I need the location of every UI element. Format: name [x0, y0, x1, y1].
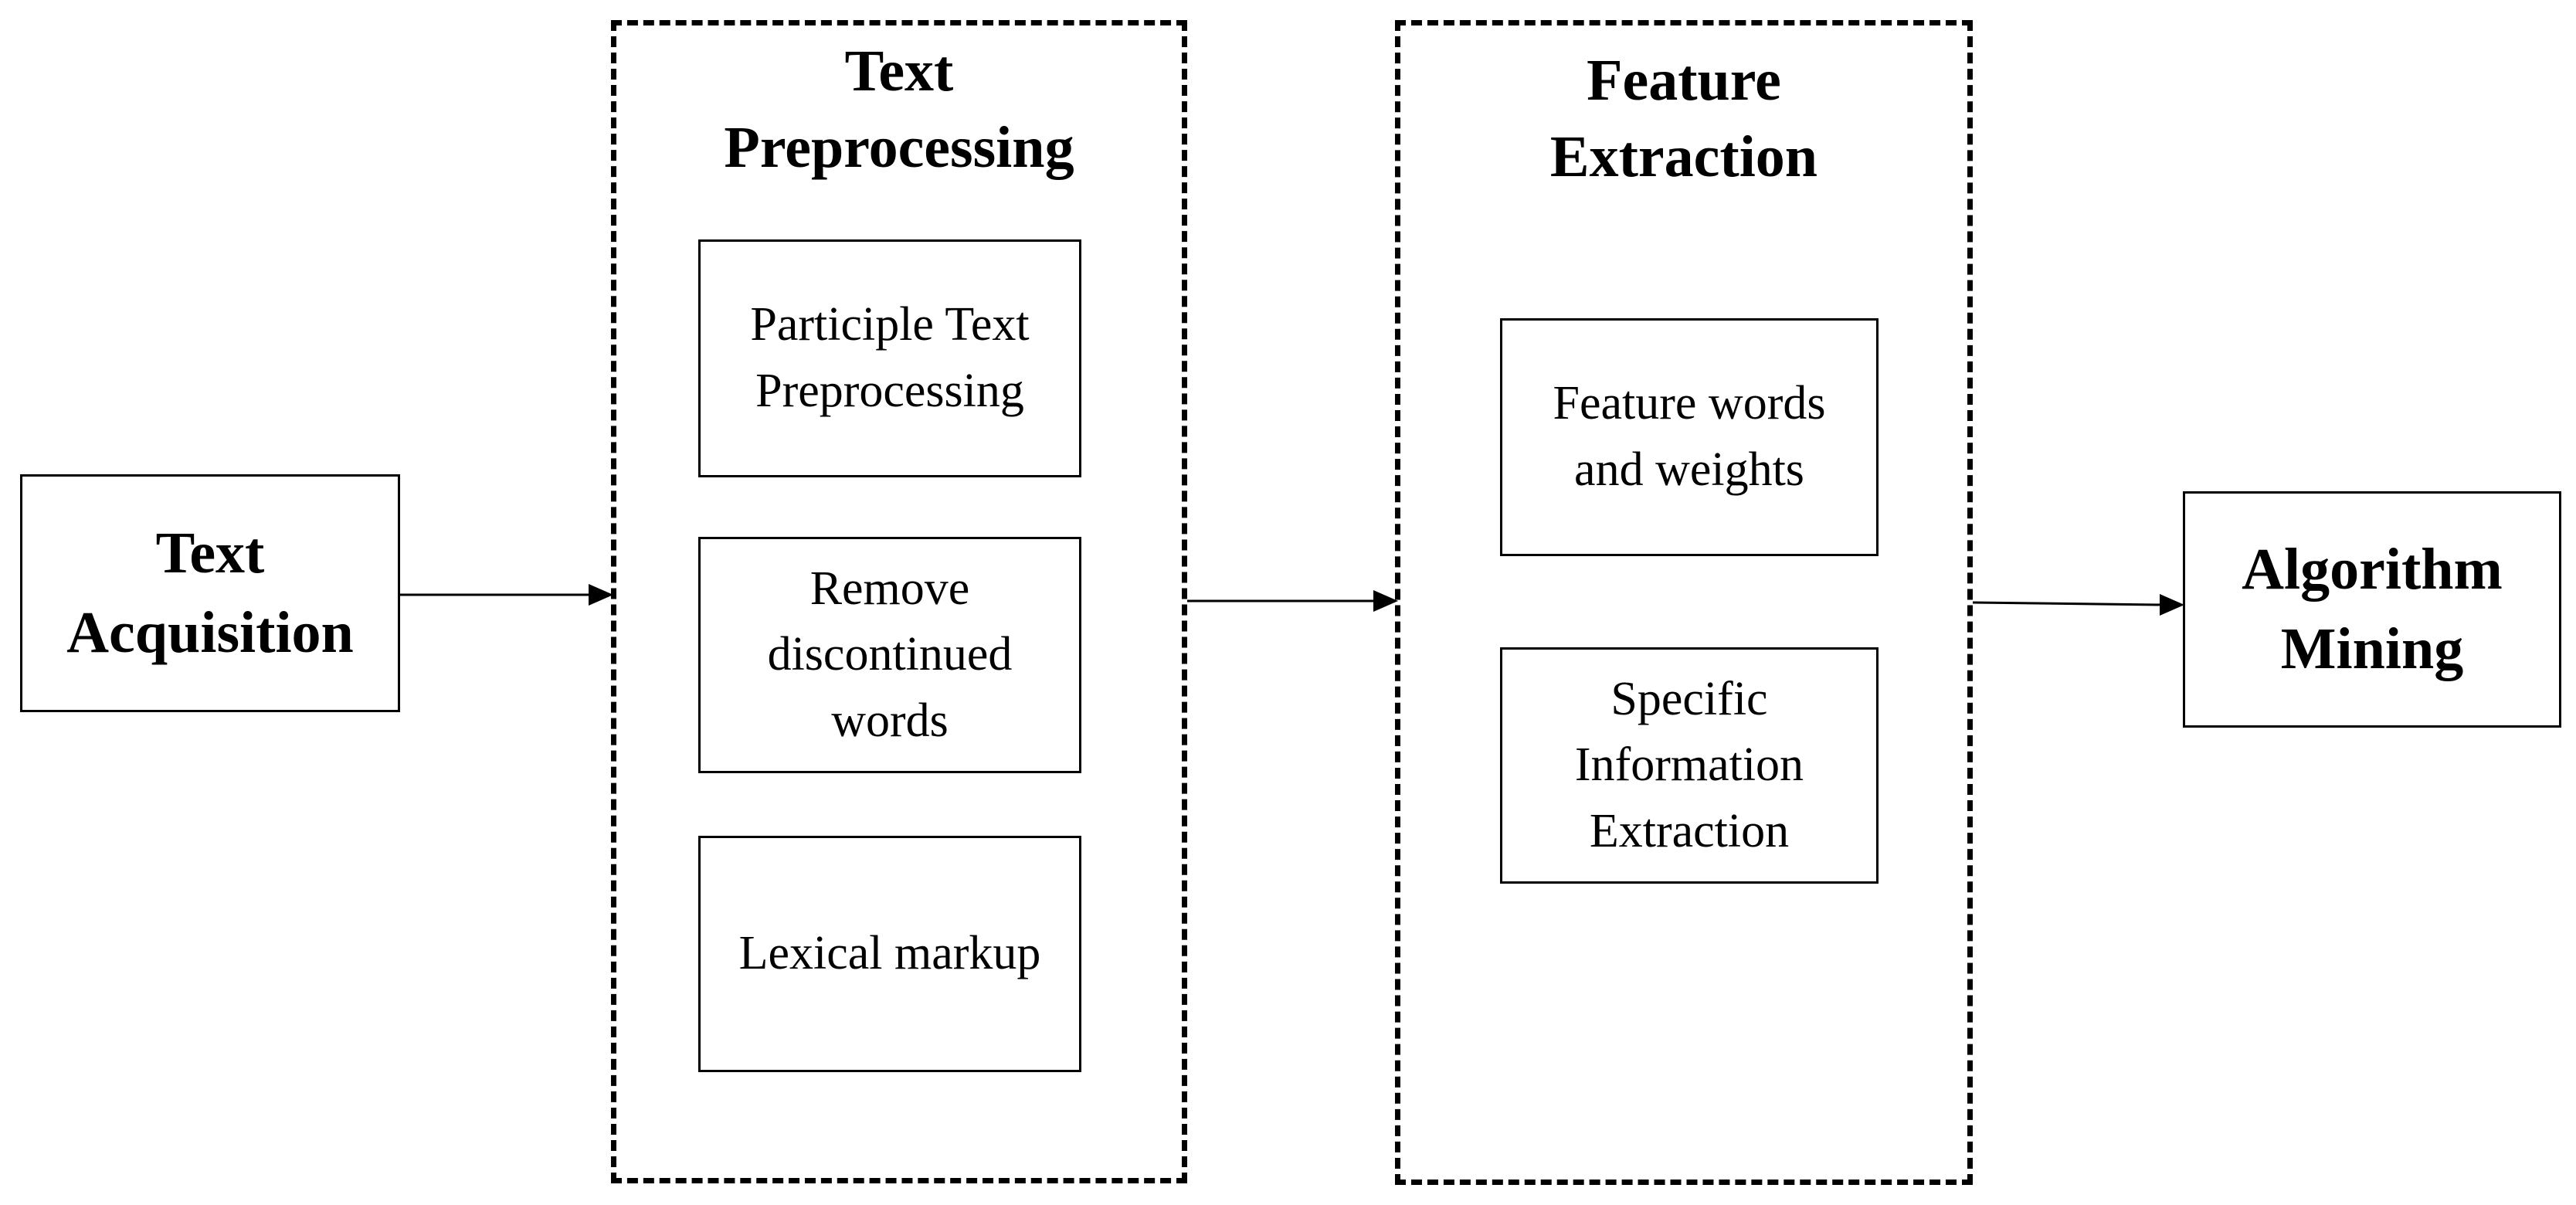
text-preprocessing-title: Text Preprocessing	[724, 39, 1074, 180]
lexical-markup-label: Lexical markup	[738, 927, 1041, 980]
feature-words-and-weights-box: Feature words and weights	[1500, 318, 1879, 556]
arrow-preprocessing-to-feature-extraction	[1187, 590, 1398, 612]
feature-words-and-weights-label: Feature words and weights	[1553, 377, 1826, 496]
participle-text-preprocessing-box: Participle Text Preprocessing	[698, 239, 1081, 477]
algorithm-mining-box: Algorithm Mining	[2183, 491, 2561, 728]
arrow-feature-extraction-to-algorithm-mining	[1972, 594, 2184, 616]
algorithm-mining-label: Algorithm Mining	[2242, 536, 2503, 681]
specific-information-extraction-label: Specific Information Extraction	[1574, 672, 1804, 857]
text-acquisition-label: Text Acquisition	[66, 520, 354, 665]
participle-text-preprocessing-label: Participle Text Preprocessing	[750, 298, 1030, 417]
arrow-acquisition-to-preprocessing	[400, 584, 613, 606]
specific-information-extraction-box: Specific Information Extraction	[1500, 647, 1879, 884]
text-preprocessing-group: Text Preprocessing	[611, 20, 1187, 1183]
feature-extraction-title: Feature Extraction	[1549, 48, 1818, 189]
lexical-markup-box: Lexical markup	[698, 836, 1081, 1072]
remove-discontinued-words-box: Remove discontinued words	[698, 537, 1081, 773]
feature-extraction-group: Feature Extraction	[1395, 20, 1973, 1185]
text-acquisition-box: Text Acquisition	[20, 474, 400, 712]
remove-discontinued-words-label: Remove discontinued words	[767, 562, 1013, 747]
